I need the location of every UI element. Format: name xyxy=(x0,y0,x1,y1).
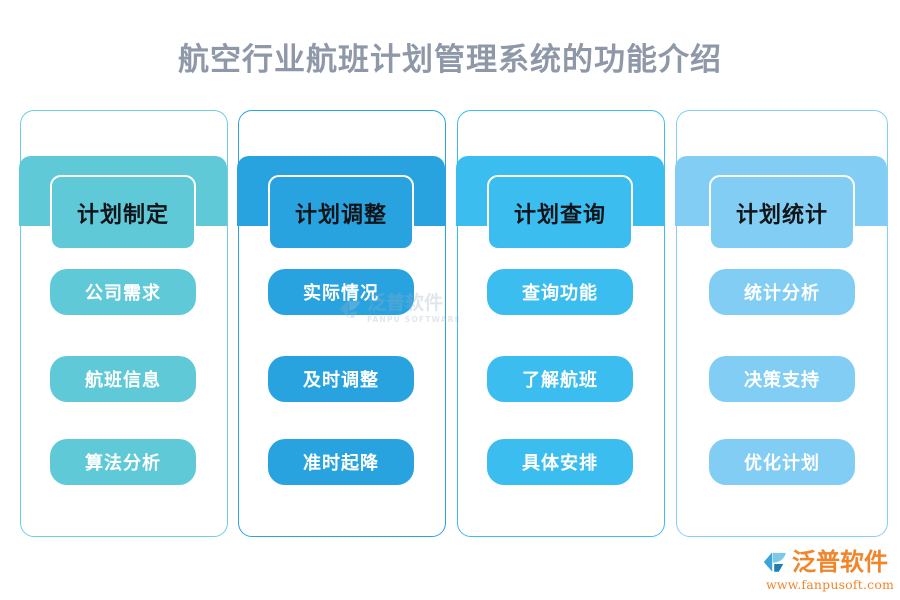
feature-item[interactable]: 算法分析 xyxy=(50,439,196,485)
feature-item[interactable]: 准时起降 xyxy=(268,439,414,485)
brand-logo: 泛普软件 www.fanpusoft.com xyxy=(762,548,896,594)
feature-item-label: 实际情况 xyxy=(303,283,379,304)
feature-item[interactable]: 具体安排 xyxy=(487,439,633,485)
column-header-label: 计划查询 xyxy=(513,202,606,228)
feature-item-label: 决策支持 xyxy=(744,370,820,391)
feature-item[interactable]: 统计分析 xyxy=(709,269,855,315)
feature-item-label: 准时起降 xyxy=(303,453,379,474)
logo-row: 泛普软件 xyxy=(762,548,896,576)
feature-item-label: 及时调整 xyxy=(303,370,379,391)
logo-url: www.fanpusoft.com xyxy=(766,577,895,592)
feature-item-label: 统计分析 xyxy=(744,283,820,304)
feature-item[interactable]: 了解航班 xyxy=(487,356,633,402)
feature-column-1[interactable]: 计划制定 公司需求 航班信息 算法分析 xyxy=(19,110,228,537)
feature-item-label: 了解航班 xyxy=(522,370,598,391)
feature-item[interactable]: 优化计划 xyxy=(709,439,855,485)
feature-item-label: 航班信息 xyxy=(85,370,161,391)
feature-item-label: 具体安排 xyxy=(522,453,598,474)
feature-item[interactable]: 公司需求 xyxy=(50,269,196,315)
feature-item[interactable]: 实际情况 xyxy=(268,269,414,315)
column-header-label: 计划统计 xyxy=(735,202,828,228)
column-header-label: 计划制定 xyxy=(76,202,169,228)
column-header-1[interactable]: 计划制定 xyxy=(50,175,196,250)
feature-item-label: 优化计划 xyxy=(744,453,820,474)
feature-item[interactable]: 航班信息 xyxy=(50,356,196,402)
feature-column-3[interactable]: 计划查询 查询功能 了解航班 具体安排 xyxy=(456,110,665,537)
page-title: 航空行业航班计划管理系统的功能介绍 xyxy=(178,42,722,78)
feature-item[interactable]: 及时调整 xyxy=(268,356,414,402)
fanpu-logo-icon xyxy=(763,552,786,572)
feature-item[interactable]: 查询功能 xyxy=(487,269,633,315)
logo-brand: 泛普软件 xyxy=(792,548,888,576)
feature-item-label: 算法分析 xyxy=(85,453,161,474)
column-header-2[interactable]: 计划调整 xyxy=(268,175,414,250)
feature-item-label: 公司需求 xyxy=(85,283,161,304)
column-header-label: 计划调整 xyxy=(294,202,387,228)
column-header-3[interactable]: 计划查询 xyxy=(487,175,633,250)
feature-item-label: 查询功能 xyxy=(522,283,598,304)
feature-column-4[interactable]: 计划统计 统计分析 决策支持 优化计划 xyxy=(675,110,888,537)
feature-column-2[interactable]: 计划调整 实际情况 及时调整 准时起降 xyxy=(237,110,446,537)
feature-item[interactable]: 决策支持 xyxy=(709,356,855,402)
column-header-4[interactable]: 计划统计 xyxy=(709,175,855,250)
feature-columns: 计划制定 公司需求 航班信息 算法分析 计划调整 实际情况 及时调整 准时起降 … xyxy=(19,110,888,538)
